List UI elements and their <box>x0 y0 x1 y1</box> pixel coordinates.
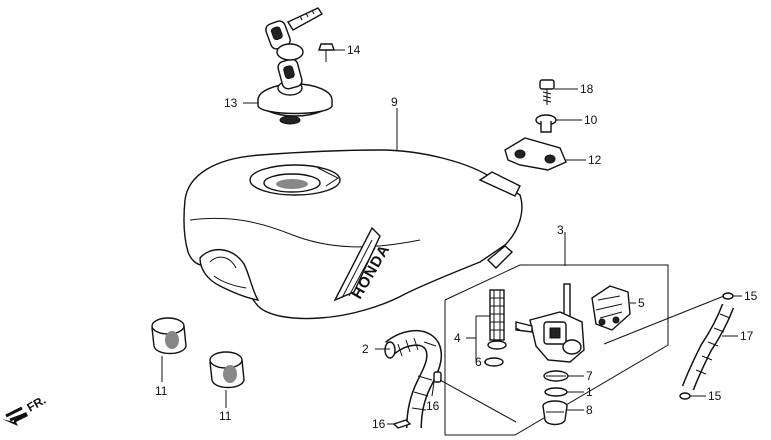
callout-15-a: 15 <box>744 289 758 303</box>
hose-clip-a <box>433 371 442 383</box>
callout-2: 2 <box>362 342 369 356</box>
tank-bracket <box>504 137 567 171</box>
hose-clip-b <box>392 419 412 429</box>
callout-18: 18 <box>580 82 594 96</box>
callout-15-b: 15 <box>708 389 722 403</box>
callout-13: 13 <box>224 96 238 110</box>
fuel-valve-body <box>515 283 585 363</box>
callout-14: 14 <box>347 43 361 57</box>
front-direction-arrow: FR. <box>2 393 48 426</box>
callout-numbers: 1 2 3 4 5 6 7 8 9 10 11 11 12 13 14 15 1… <box>155 43 758 431</box>
callout-6: 6 <box>475 355 482 369</box>
leader-lines <box>161 49 742 425</box>
callout-17: 17 <box>740 329 754 343</box>
callout-10: 10 <box>584 113 598 127</box>
callout-4: 4 <box>454 331 461 345</box>
collar-washer <box>535 114 557 133</box>
sediment-cup <box>542 400 568 426</box>
callout-12: 12 <box>588 153 602 167</box>
callout-7: 7 <box>586 369 593 383</box>
breather-tube <box>681 303 735 391</box>
fuel-cap-with-keys <box>257 7 335 125</box>
callout-1: 1 <box>586 385 593 399</box>
tube-clip-bottom <box>679 392 691 400</box>
o-ring-1 <box>544 387 568 397</box>
rubber-grommet-b <box>209 351 245 389</box>
callout-3: 3 <box>557 223 564 237</box>
packing-7 <box>543 370 569 382</box>
fuel-tube <box>384 330 443 429</box>
o-ring-6 <box>484 357 504 367</box>
callout-11-a: 11 <box>155 384 168 398</box>
callout-9: 9 <box>391 95 398 109</box>
front-direction-label: FR. <box>25 393 49 415</box>
callout-11-b: 11 <box>219 409 232 423</box>
fuel-strainer-screen <box>487 289 507 350</box>
rubber-grommet-a <box>151 317 187 355</box>
callout-5: 5 <box>638 296 645 310</box>
fuel-valve-lever <box>591 285 631 331</box>
callout-16-b: 16 <box>372 417 386 431</box>
fuel-tank: HONDA <box>183 149 523 320</box>
mounting-bolt <box>539 79 555 105</box>
callout-16-a: 16 <box>426 399 440 413</box>
callout-8: 8 <box>586 403 593 417</box>
fuel-valve-assembly-box <box>444 264 669 436</box>
tube-clip-top <box>722 292 734 300</box>
